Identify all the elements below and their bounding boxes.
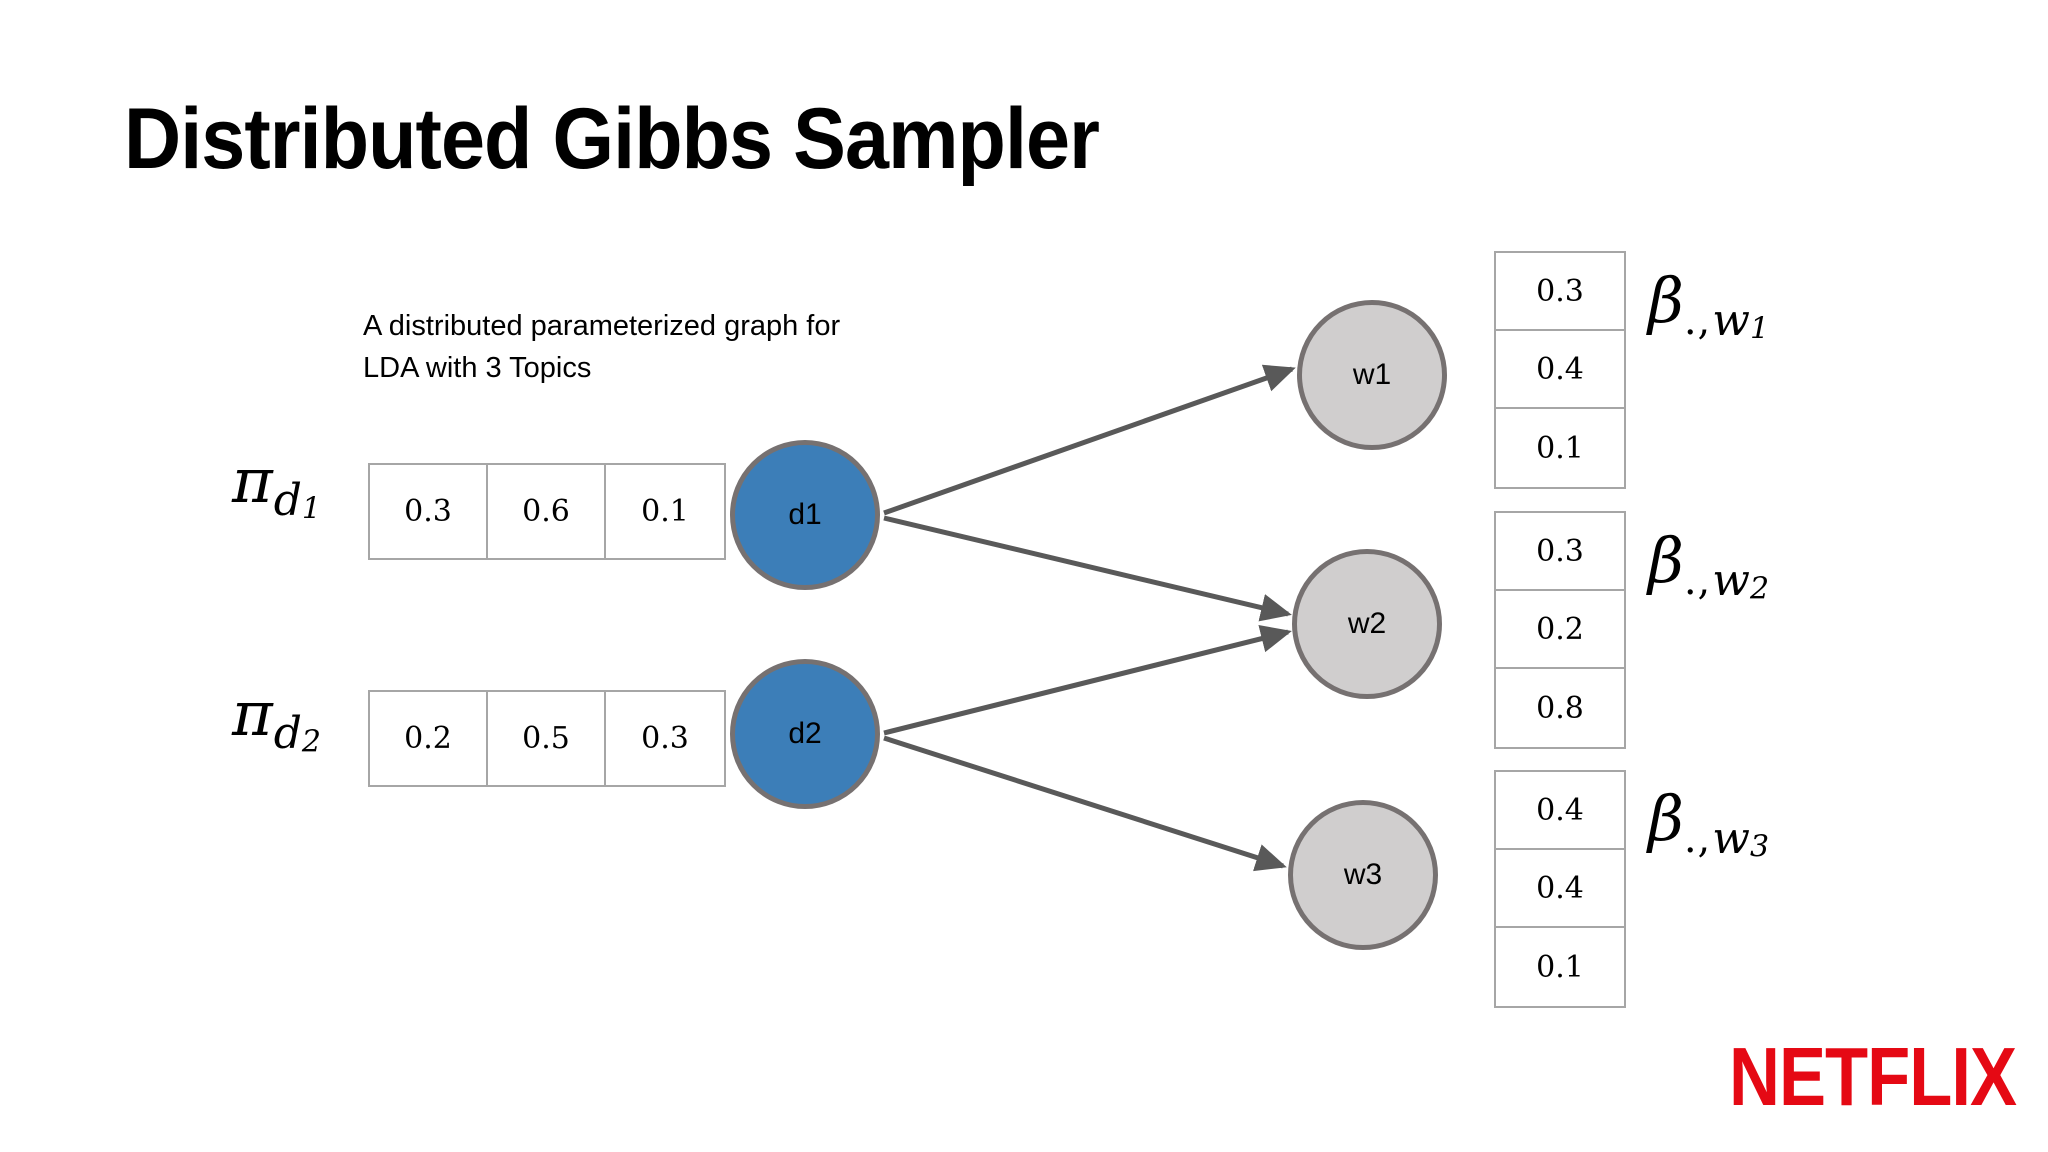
table-cell: 0.1 [1536, 430, 1584, 466]
pi-symbol: π [232, 444, 273, 517]
beta-w2-index: 2 [1749, 571, 1770, 607]
beta-w1-subscript: w [1712, 295, 1750, 347]
beta-w3-dotcomma: ., [1683, 816, 1712, 862]
table-cell: 0.4 [1496, 772, 1624, 850]
table-cell: 0.3 [370, 465, 488, 558]
page-title: Distributed Gibbs Sampler [124, 91, 1100, 187]
beta-w1-dotcomma: ., [1683, 298, 1712, 344]
node-d1[interactable]: d1 [730, 440, 880, 590]
table-cell: 0.5 [488, 692, 606, 785]
beta-w2-dotcomma: ., [1683, 558, 1712, 604]
node-w1[interactable]: w1 [1297, 300, 1447, 450]
table-cell: 0.6 [488, 465, 606, 558]
beta-w2-subscript: w [1712, 555, 1750, 607]
node-w1-label: w1 [1352, 358, 1392, 391]
node-d2-label: d2 [788, 717, 822, 750]
pi-d1-table: 0.3 0.6 0.1 [368, 463, 726, 560]
diagram-caption: A distributed parameterized graph for LD… [363, 305, 1063, 389]
label-pi-d2: πd2 [232, 683, 321, 758]
beta-w3-subscript: w [1712, 813, 1750, 865]
node-d1-label: d1 [788, 498, 822, 531]
table-cell: 0.3 [1496, 513, 1624, 591]
label-beta-w3: β.,w3 [1648, 788, 1769, 863]
caption-line-1: A distributed parameterized graph for [363, 310, 841, 342]
table-cell: 0.1 [1536, 949, 1584, 985]
label-beta-w2: β.,w2 [1648, 530, 1769, 605]
edge-d2-w2 [883, 624, 1292, 736]
beta-symbol: β [1648, 782, 1684, 855]
table-cell: 0.8 [1536, 690, 1584, 726]
table-cell: 0.4 [1496, 850, 1624, 928]
netflix-logo: NETFLIX [1729, 1031, 2017, 1124]
table-cell: 0.3 [1496, 253, 1624, 331]
table-cell: 0.3 [641, 721, 689, 756]
pi-d2-table: 0.2 0.5 0.3 [368, 690, 726, 787]
pi-d1-subscript: d [273, 475, 302, 527]
beta-symbol: β [1648, 264, 1684, 337]
beta-w2-table: 0.3 0.2 0.8 [1494, 511, 1626, 749]
beta-w3-index: 3 [1749, 829, 1770, 865]
table-cell: 0.1 [641, 494, 689, 529]
node-d2[interactable]: d2 [730, 659, 880, 809]
pi-d1-index: 1 [301, 491, 322, 527]
beta-w1-table: 0.3 0.4 0.1 [1494, 251, 1626, 489]
caption-line-2: LDA with 3 Topics [363, 352, 592, 385]
node-w3-label: w3 [1343, 858, 1383, 891]
beta-symbol: β [1648, 524, 1684, 597]
label-pi-d1: πd1 [232, 450, 321, 525]
node-w2[interactable]: w2 [1292, 549, 1442, 699]
node-w2-label: w2 [1347, 607, 1387, 640]
edge-d1-w2 [883, 515, 1292, 622]
pi-d2-subscript: d [273, 708, 302, 760]
node-w3[interactable]: w3 [1288, 800, 1438, 950]
label-beta-w1: β.,w1 [1648, 270, 1769, 345]
beta-w3-table: 0.4 0.4 0.1 [1494, 770, 1626, 1008]
table-cell: 0.2 [370, 692, 488, 785]
edge-d2-w3 [883, 735, 1287, 872]
table-cell: 0.4 [1496, 331, 1624, 409]
pi-d2-index: 2 [301, 724, 322, 760]
table-cell: 0.2 [1496, 591, 1624, 669]
pi-symbol: π [232, 677, 273, 750]
beta-w1-index: 1 [1749, 311, 1770, 347]
edge-d1-w1 [883, 364, 1296, 516]
